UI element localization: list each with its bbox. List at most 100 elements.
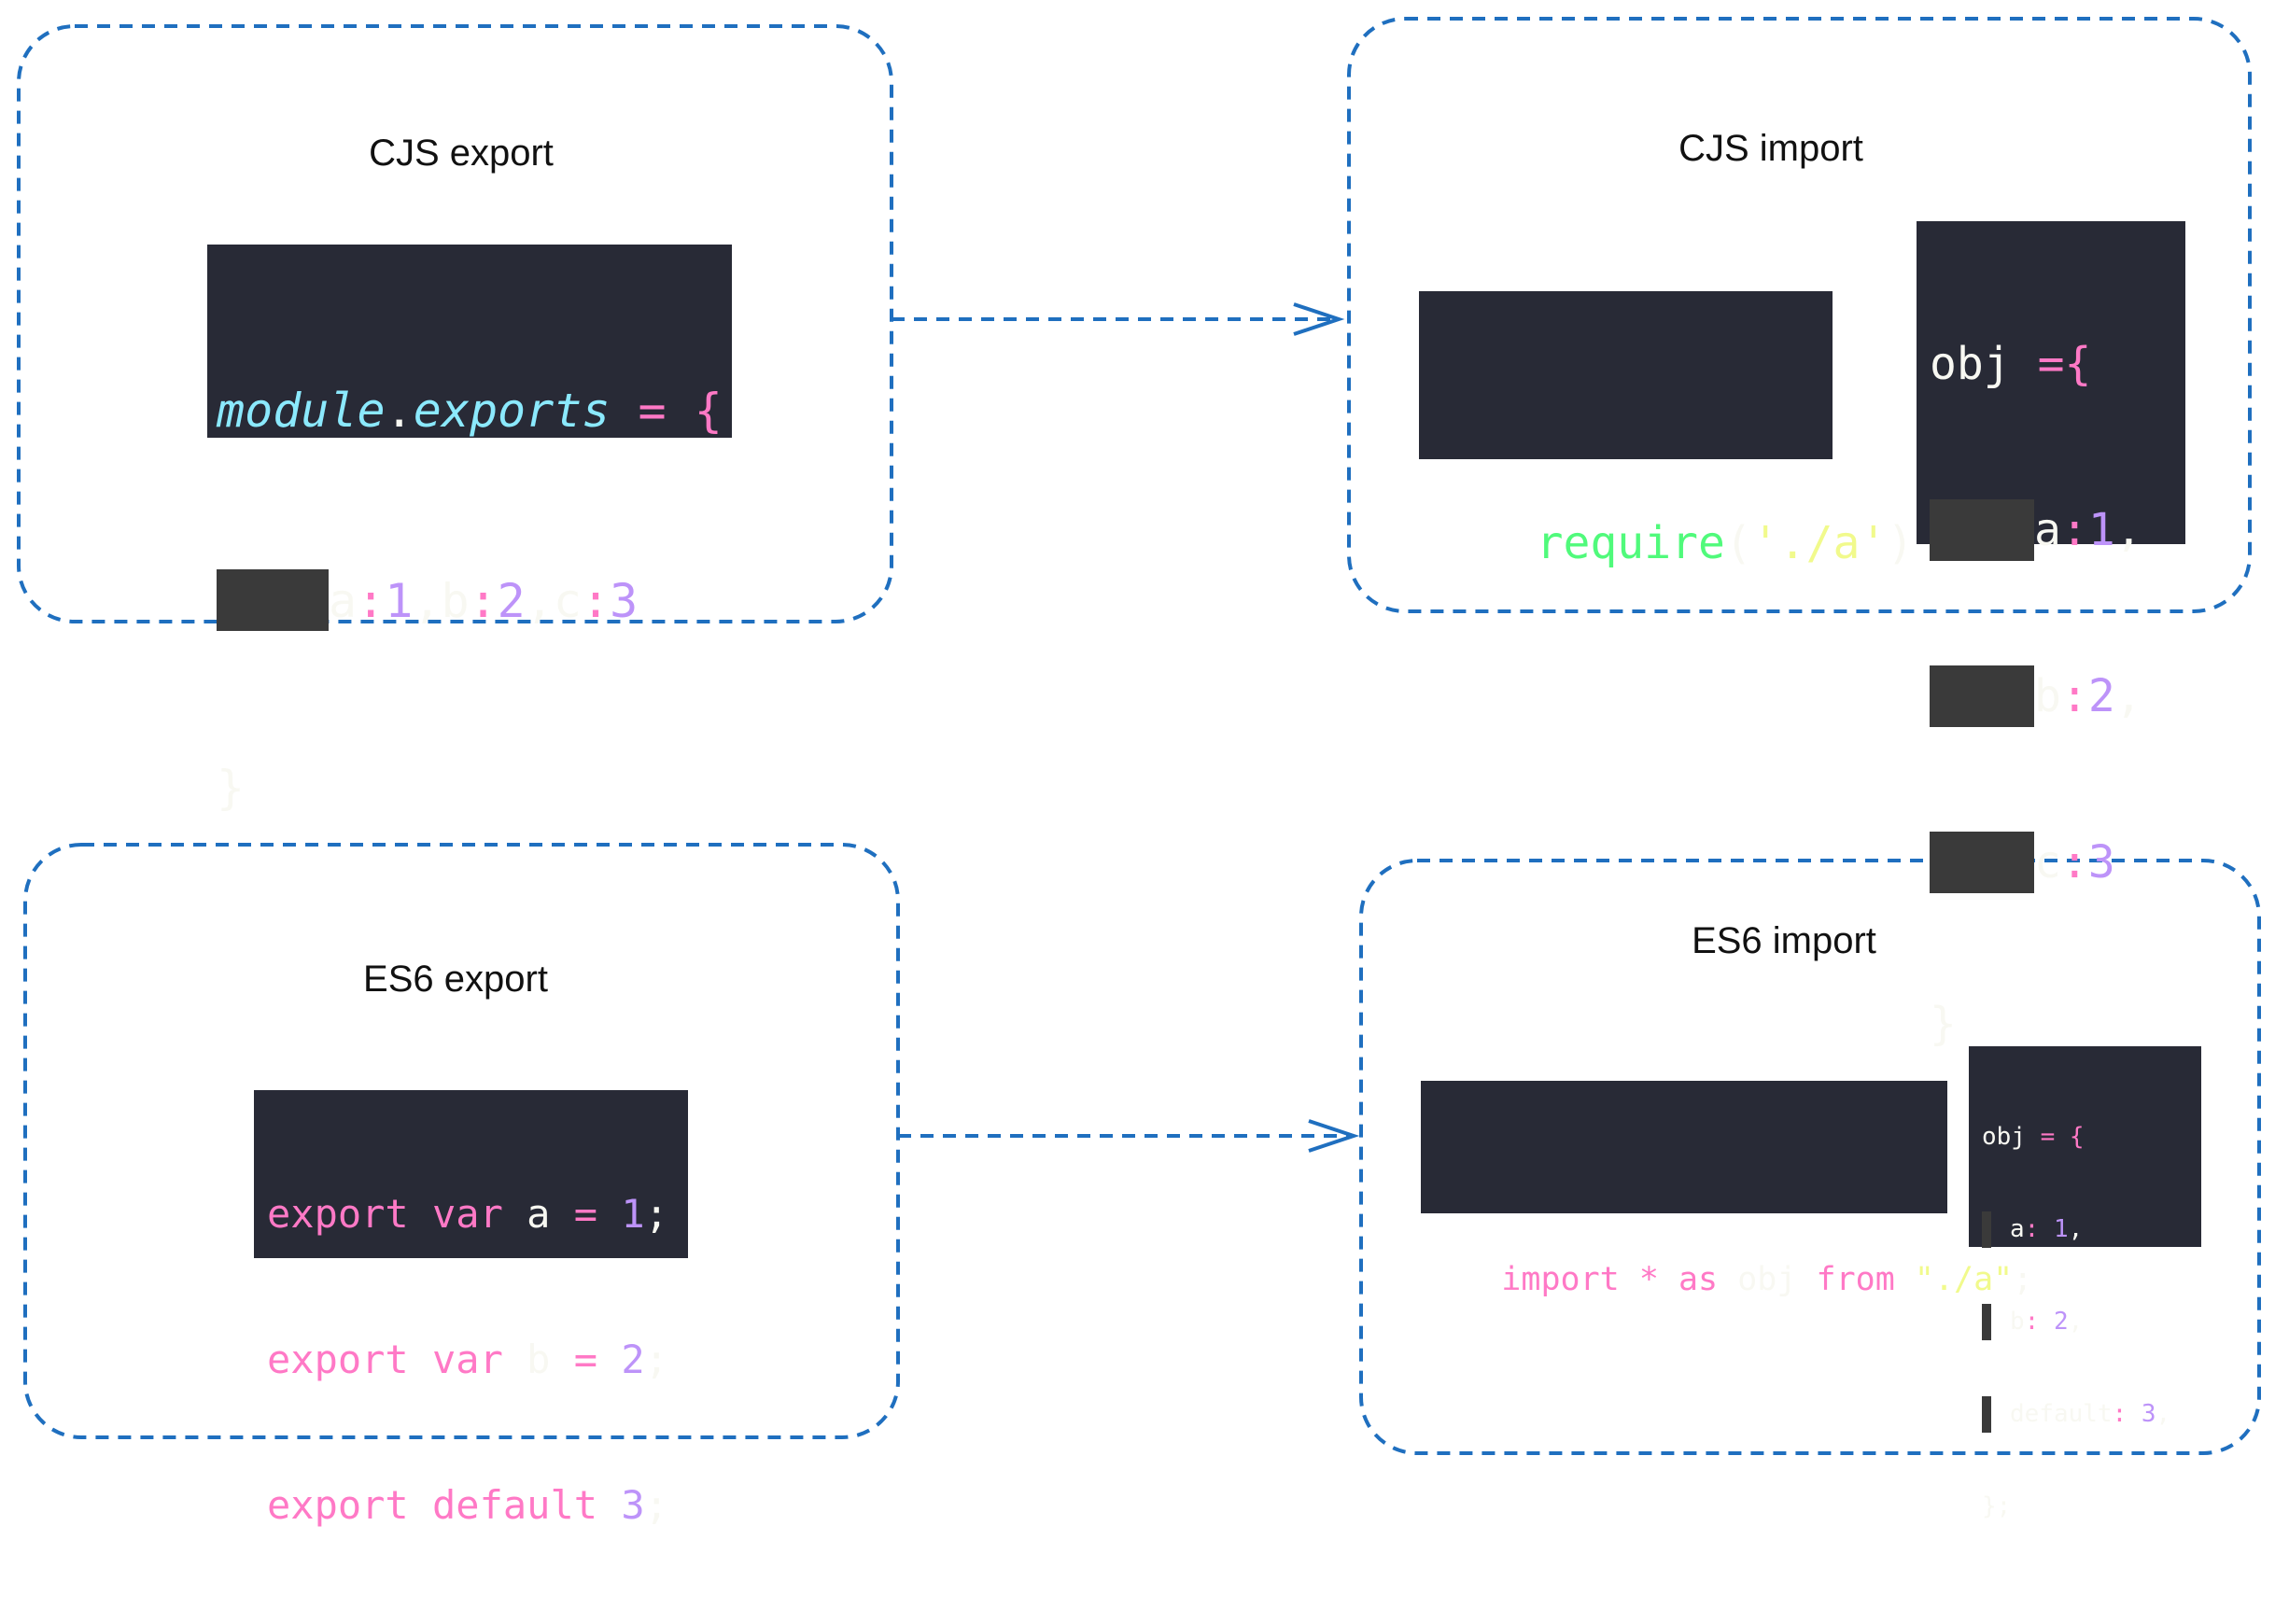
token-assign: = { xyxy=(610,384,723,438)
token-paren-open: ( xyxy=(1724,517,1752,569)
token-b: b xyxy=(2010,1308,2025,1336)
indent-guide xyxy=(217,569,329,631)
token-close-brace: } xyxy=(1930,998,1957,1050)
token-number: 2 xyxy=(2087,670,2115,722)
code-line: }; xyxy=(1982,1489,2201,1525)
token-path: './a' xyxy=(1751,517,1888,569)
cjs-export-title: CJS export xyxy=(369,133,554,174)
token-number: 3 xyxy=(621,1482,645,1528)
token-semicolon: ; xyxy=(644,1191,668,1237)
token-from: from xyxy=(1816,1261,1895,1298)
es6-obj-code: obj = { a: 1, b: 2, default: 3, }; xyxy=(1969,1046,2201,1520)
token-var: var xyxy=(432,1337,503,1382)
token-number: 3 xyxy=(2141,1400,2156,1428)
token-comma: , xyxy=(413,574,442,628)
cjs-export-box xyxy=(17,24,893,623)
token-semicolon: ; xyxy=(2013,1261,2033,1298)
token-colon: : xyxy=(581,574,611,628)
code-line: export default 3; xyxy=(267,1478,688,1533)
token-number: 2 xyxy=(621,1337,645,1382)
es6-export-box xyxy=(23,843,900,1439)
token-dot: . xyxy=(385,384,414,438)
token-number: 3 xyxy=(2087,836,2115,889)
token-comma: , xyxy=(525,574,554,628)
code-line: obj = { xyxy=(1982,1119,2201,1155)
token-comma: , xyxy=(2114,504,2142,556)
token-close-brace: } xyxy=(217,761,246,815)
token-number: 1 xyxy=(621,1191,645,1237)
token-obj: obj xyxy=(1930,338,2038,390)
diagram-canvas: CJS export module.exports = { a:1,b:2,c:… xyxy=(17,17,2261,1528)
token-obj: obj xyxy=(1737,1261,1797,1298)
token-number: 1 xyxy=(2053,1215,2069,1243)
token-number: 1 xyxy=(2087,504,2115,556)
code-line: a:1, xyxy=(1930,499,2185,561)
token-exports: exports xyxy=(413,384,611,438)
token-comma: , xyxy=(2068,1308,2084,1336)
token-number: 2 xyxy=(497,574,526,628)
code-line: } xyxy=(1930,998,2185,1054)
token-export: export xyxy=(267,1191,409,1237)
code-line: a: 1, xyxy=(1982,1211,2201,1248)
token-obj: obj xyxy=(1982,1123,2026,1151)
token-default: default xyxy=(432,1482,598,1528)
token-require: require xyxy=(1536,517,1725,569)
token-colon: : xyxy=(357,574,386,628)
cjs-require-code: require('./a') xyxy=(1419,291,1914,569)
token-colon: : xyxy=(2112,1400,2128,1428)
token-number: 2 xyxy=(2053,1308,2069,1336)
token-path: "./a" xyxy=(1914,1261,2014,1298)
token-comma: , xyxy=(2156,1400,2171,1428)
indent-guide xyxy=(1930,665,2034,727)
code-line: a:1,b:2,c:3 xyxy=(217,569,732,633)
token-a: a xyxy=(527,1191,551,1237)
cjs-obj-code: obj ={ a:1, b:2, c:3 } xyxy=(1917,221,2185,1050)
cjs-export-code: module.exports = { a:1,b:2,c:3 } xyxy=(207,245,732,815)
token-module: module xyxy=(217,384,386,438)
token-b: b xyxy=(2034,670,2061,722)
token-colon: : xyxy=(2060,670,2088,722)
diagram-lines xyxy=(17,17,2261,1455)
cjs-arrowhead xyxy=(1293,302,1345,336)
code-line: export var b = 2; xyxy=(267,1333,688,1387)
token-star: * xyxy=(1638,1261,1659,1298)
token-semicolon: ; xyxy=(644,1337,668,1382)
code-line: b:2, xyxy=(1930,665,2185,727)
token-c: c xyxy=(2034,836,2061,889)
token-paren-close: ) xyxy=(1887,517,1915,569)
code-line: } xyxy=(217,760,732,823)
token-var: var xyxy=(432,1191,503,1237)
token-colon: : xyxy=(2024,1215,2040,1243)
token-comma: , xyxy=(2068,1215,2084,1243)
token-as: as xyxy=(1678,1261,1719,1298)
token-colon: : xyxy=(2024,1308,2040,1336)
indent-guide xyxy=(1930,499,2034,561)
token-export: export xyxy=(267,1337,409,1382)
es6-arrowhead xyxy=(1308,1119,1360,1153)
indent-guide xyxy=(1982,1211,1991,1248)
indent-guide xyxy=(1982,1396,1991,1433)
token-assign: ={ xyxy=(2037,338,2092,390)
indent-guide xyxy=(1930,832,2034,893)
es6-import-box xyxy=(1359,859,2261,1455)
es6-export-title: ES6 export xyxy=(363,959,548,1000)
token-semicolon: ; xyxy=(644,1482,668,1528)
token-number: 1 xyxy=(385,574,414,628)
code-line: module.exports = { xyxy=(217,379,732,442)
token-a: a xyxy=(329,574,358,628)
token-eq: = xyxy=(573,1337,598,1382)
code-line: default: 3, xyxy=(1982,1396,2201,1433)
token-colon: : xyxy=(2060,504,2088,556)
token-import: import xyxy=(1501,1261,1620,1298)
es6-import-code: import * as obj from "./a"; xyxy=(1421,1081,2032,1298)
es6-import-title: ES6 import xyxy=(1692,920,1876,961)
token-close-brace: }; xyxy=(1982,1492,2012,1520)
cjs-import-box xyxy=(1347,17,2252,613)
es6-export-code: export var a = 1; export var b = 2; expo… xyxy=(254,1090,688,1528)
token-c: c xyxy=(553,574,582,628)
token-number: 3 xyxy=(610,574,639,628)
indent-guide xyxy=(1982,1304,1991,1340)
code-line: c:3 xyxy=(1930,832,2185,893)
token-comma: , xyxy=(2114,670,2142,722)
token-a: a xyxy=(2034,504,2061,556)
